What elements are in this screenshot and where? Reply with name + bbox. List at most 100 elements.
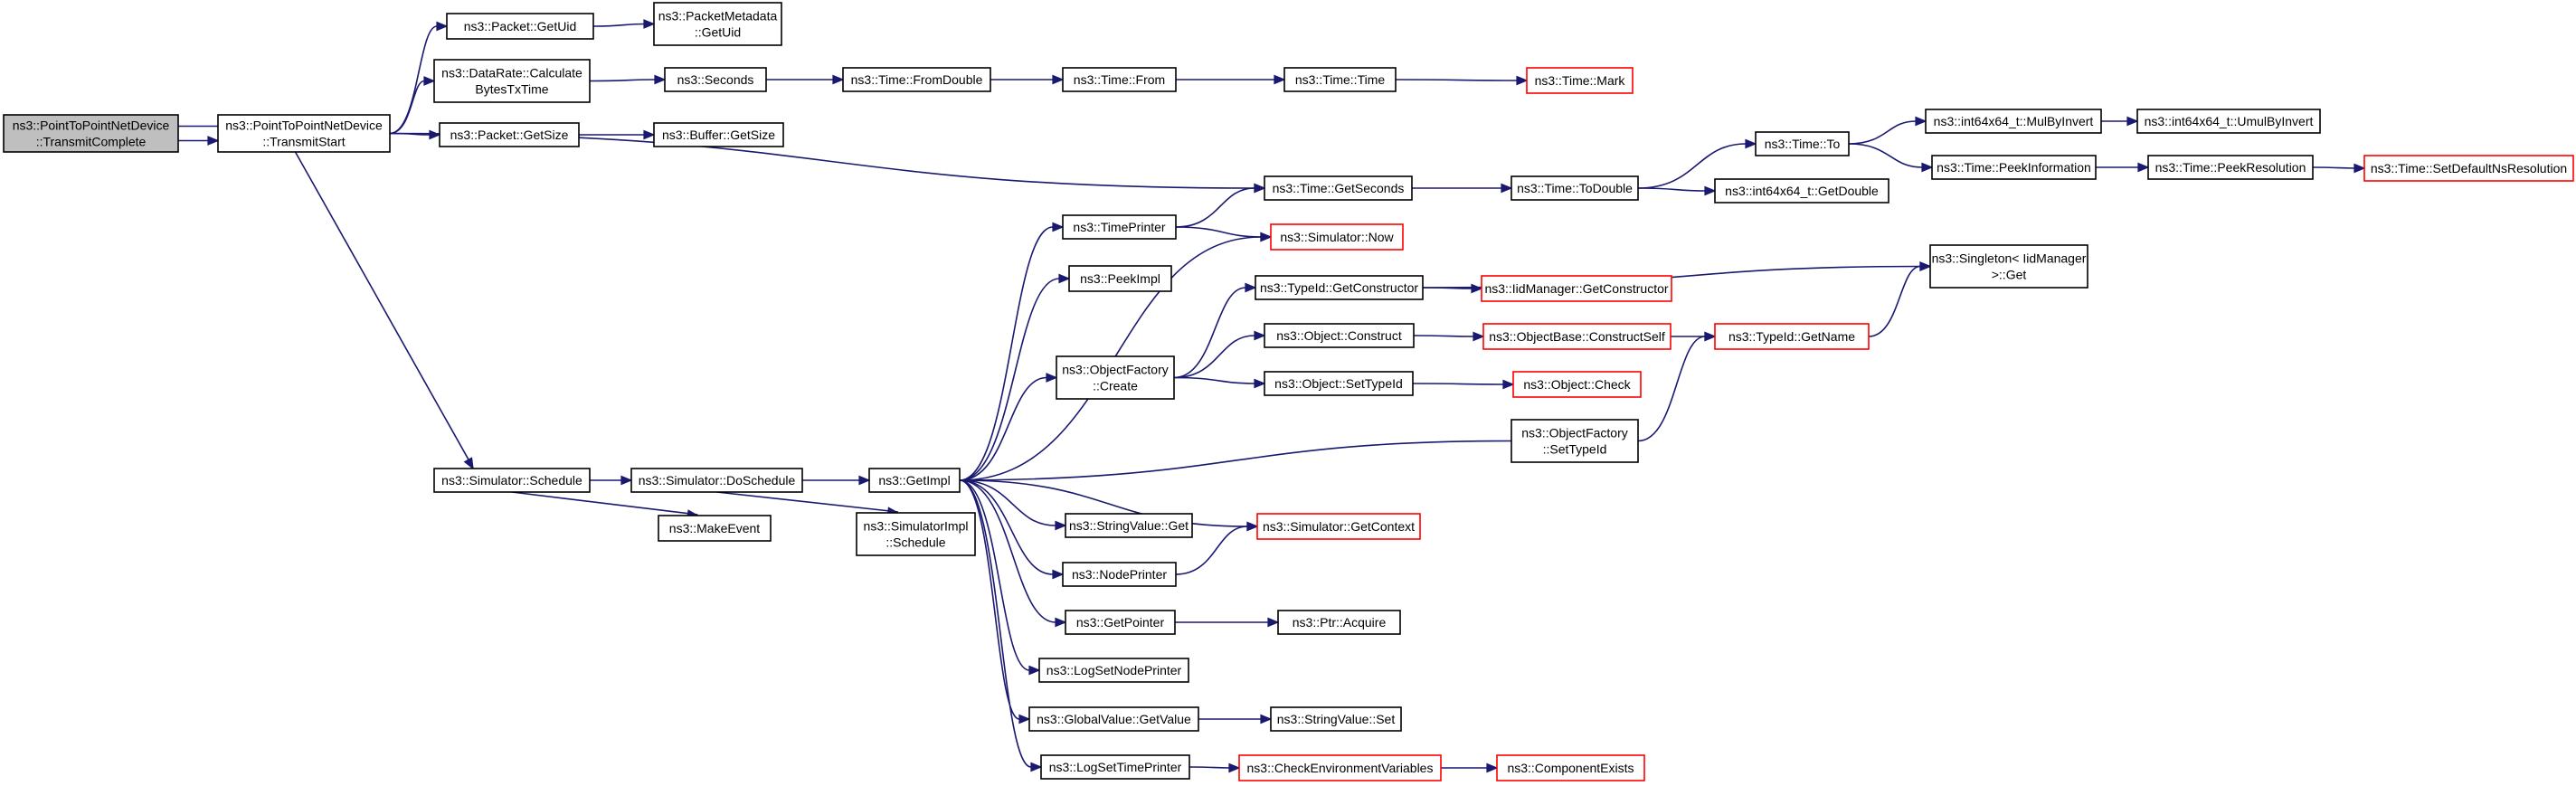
node-simulator-schedule[interactable]: ns3::Simulator::Schedule [433, 468, 591, 493]
node-label: ns3::ObjectFactory [1062, 363, 1169, 377]
node-box [1925, 109, 2102, 134]
node-seconds[interactable]: ns3::Seconds [664, 67, 767, 92]
node-singleton-get[interactable]: ns3::Singleton< IidManager>::Get [1929, 244, 2088, 289]
node-typeid-getconstructor[interactable]: ns3::TypeId::GetConstructor [1255, 275, 1424, 300]
call-edge [389, 80, 425, 135]
node-typeid-getname[interactable]: ns3::TypeId::GetName [1714, 323, 1870, 350]
node-componentexists[interactable]: ns3::ComponentExists [1496, 754, 1645, 781]
node-label: ns3::int64x64_t::GetDouble [1725, 184, 1879, 198]
node-time-fromdouble[interactable]: ns3::Time::FromDouble [842, 67, 991, 92]
node-logsetnodeprinter[interactable]: ns3::LogSetNodePrinter [1038, 658, 1189, 683]
node-label: ns3::SimulatorImpl [864, 519, 969, 534]
node-transmit-complete[interactable]: ns3::PointToPointNetDevice::TransmitComp… [3, 114, 179, 153]
node-time-setdefaultnsresolution[interactable]: ns3::Time::SetDefaultNsResolution [2363, 155, 2574, 182]
node-label: ns3::Packet::GetSize [450, 128, 569, 142]
node-time-mark[interactable]: ns3::Time::Mark [1526, 67, 1634, 94]
node-objectfactory-settypeid[interactable]: ns3::ObjectFactory::SetTypeId [1511, 419, 1639, 463]
node-transmit-start[interactable]: ns3::PointToPointNetDevice::TransmitStar… [217, 114, 391, 153]
node-label: ns3::GetPointer [1076, 615, 1165, 630]
node-int64-getdouble[interactable]: ns3::int64x64_t::GetDouble [1714, 178, 1889, 204]
node-box [2147, 155, 2314, 180]
call-edge [949, 440, 1512, 481]
edge-arrowhead [1267, 617, 1280, 628]
node-box [1264, 371, 1414, 396]
node-stringvalue-get[interactable]: ns3::StringValue::Get [1065, 513, 1193, 538]
edge-arrowhead [1246, 521, 1259, 532]
call-edge [959, 479, 1054, 575]
edge-arrowhead [1704, 331, 1717, 342]
call-edge [2312, 166, 2355, 169]
node-simulator-doschedule[interactable]: ns3::Simulator::DoSchedule [630, 468, 803, 493]
node-simulator-now[interactable]: ns3::Simulator::Now [1270, 223, 1404, 251]
node-simulator-getcontext[interactable]: ns3::Simulator::GetContext [1256, 513, 1421, 540]
node-box [1062, 562, 1177, 587]
node-int64-mulbyinvert[interactable]: ns3::int64x64_t::MulByInvert [1925, 109, 2102, 134]
node-label: ns3::Time::Time [1295, 72, 1386, 87]
node-buffer-getsize[interactable]: ns3::Buffer::GetSize [653, 122, 784, 147]
call-edge [959, 479, 1030, 671]
node-label: ns3::PointToPointNetDevice [225, 118, 383, 133]
node-peekimpl[interactable]: ns3::PeekImpl [1068, 265, 1172, 292]
node-makeevent[interactable]: ns3::MakeEvent [658, 515, 772, 542]
node-box [1264, 175, 1413, 201]
node-box [1062, 67, 1177, 92]
node-getimpl[interactable]: ns3::GetImpl [868, 468, 961, 493]
node-label: ::GetUid [695, 25, 741, 40]
node-label: ns3::Ptr::Acquire [1293, 615, 1387, 630]
node-ptr-acquire[interactable]: ns3::Ptr::Acquire [1277, 610, 1401, 635]
call-edge [1173, 335, 1255, 379]
node-box [1056, 355, 1175, 400]
node-time-time[interactable]: ns3::Time::Time [1283, 67, 1397, 92]
edge-arrowhead [423, 76, 436, 86]
node-object-check[interactable]: ns3::Object::Check [1512, 371, 1642, 398]
call-edge [959, 479, 1032, 768]
node-nodeprinter[interactable]: ns3::NodePrinter [1062, 562, 1177, 587]
node-object-settypeid[interactable]: ns3::Object::SetTypeId [1264, 371, 1414, 396]
call-edge [1637, 143, 1747, 189]
node-timeprinter[interactable]: ns3::TimePrinter [1062, 214, 1177, 240]
node-label: ns3::MakeEvent [669, 521, 760, 535]
node-time-todouble[interactable]: ns3::Time::ToDouble [1511, 175, 1639, 201]
node-box [2363, 155, 2574, 182]
node-packet-getsize[interactable]: ns3::Packet::GetSize [439, 122, 580, 147]
node-label: ns3::StringValue::Set [1277, 712, 1396, 726]
node-time-peekresolution[interactable]: ns3::Time::PeekResolution [2147, 155, 2314, 180]
node-packetmetadata-getuid[interactable]: ns3::PacketMetadata::GetUid [653, 2, 782, 46]
node-packet-getuid[interactable]: ns3::Packet::GetUid [446, 13, 594, 40]
node-label: ns3::GlobalValue::GetValue [1037, 712, 1191, 726]
node-box [1929, 244, 2088, 289]
node-object-construct[interactable]: ns3::Object::Construct [1264, 323, 1415, 348]
node-box [1255, 275, 1424, 300]
node-box [1714, 323, 1870, 350]
node-time-to[interactable]: ns3::Time::To [1755, 131, 1850, 156]
node-time-peekinformation[interactable]: ns3::Time::PeekInformation [1931, 155, 2097, 180]
node-globalvalue-getvalue[interactable]: ns3::GlobalValue::GetValue [1028, 706, 1199, 732]
node-simulatorimpl-schedule[interactable]: ns3::SimulatorImpl::Schedule [856, 512, 976, 556]
node-box [1238, 754, 1442, 781]
node-label: ns3::Simulator::GetContext [1263, 519, 1415, 534]
call-edge [1189, 766, 1230, 769]
edge-arrowhead [1915, 116, 1927, 127]
node-stringvalue-set[interactable]: ns3::StringValue::Set [1270, 706, 1402, 732]
edge-arrowhead [1254, 330, 1266, 341]
node-time-from[interactable]: ns3::Time::From [1062, 67, 1177, 92]
node-label: ns3::Time::SetDefaultNsResolution [2371, 161, 2567, 175]
node-getpointer[interactable]: ns3::GetPointer [1065, 610, 1176, 635]
node-objectfactory-create[interactable]: ns3::ObjectFactory::Create [1056, 355, 1175, 400]
node-checkenvvars[interactable]: ns3::CheckEnvironmentVariables [1238, 754, 1442, 781]
edge-arrowhead [1018, 714, 1031, 724]
node-objectbase-constructself[interactable]: ns3::ObjectBase::ConstructSelf [1482, 323, 1672, 350]
call-edge [1175, 226, 1262, 238]
node-label: ns3::Simulator::Schedule [441, 473, 582, 488]
node-box [1270, 223, 1404, 251]
edge-arrowhead [1516, 75, 1529, 86]
node-iidmanager-getconstructor[interactable]: ns3::IidManager::GetConstructor [1481, 275, 1672, 302]
edge-arrowhead [1473, 331, 1485, 342]
node-logsettimeprinter[interactable]: ns3::LogSetTimePrinter [1040, 754, 1190, 780]
node-time-getseconds[interactable]: ns3::Time::GetSeconds [1264, 175, 1413, 201]
node-int64-umulbyinvert[interactable]: ns3::int64x64_t::UmulByInvert [2136, 109, 2321, 134]
node-label: ns3::Simulator::DoSchedule [639, 473, 796, 488]
edge-arrowhead [1052, 74, 1065, 85]
node-label: ns3::TimePrinter [1073, 220, 1166, 234]
